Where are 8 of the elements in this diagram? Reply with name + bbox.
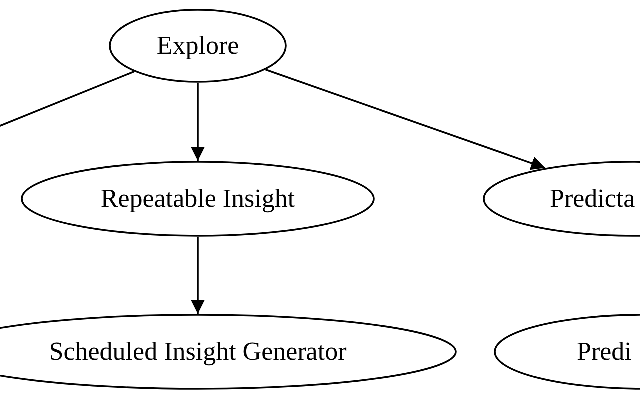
node-label: Predicta	[550, 184, 636, 214]
node-label: Repeatable Insight	[100, 184, 296, 214]
node-label: Predi	[577, 337, 632, 367]
arrow	[191, 237, 205, 314]
arrow	[191, 83, 205, 161]
node-label: Explore	[156, 31, 240, 61]
arrow	[266, 69, 546, 170]
node-label: Scheduled Insight Generator	[49, 337, 347, 367]
